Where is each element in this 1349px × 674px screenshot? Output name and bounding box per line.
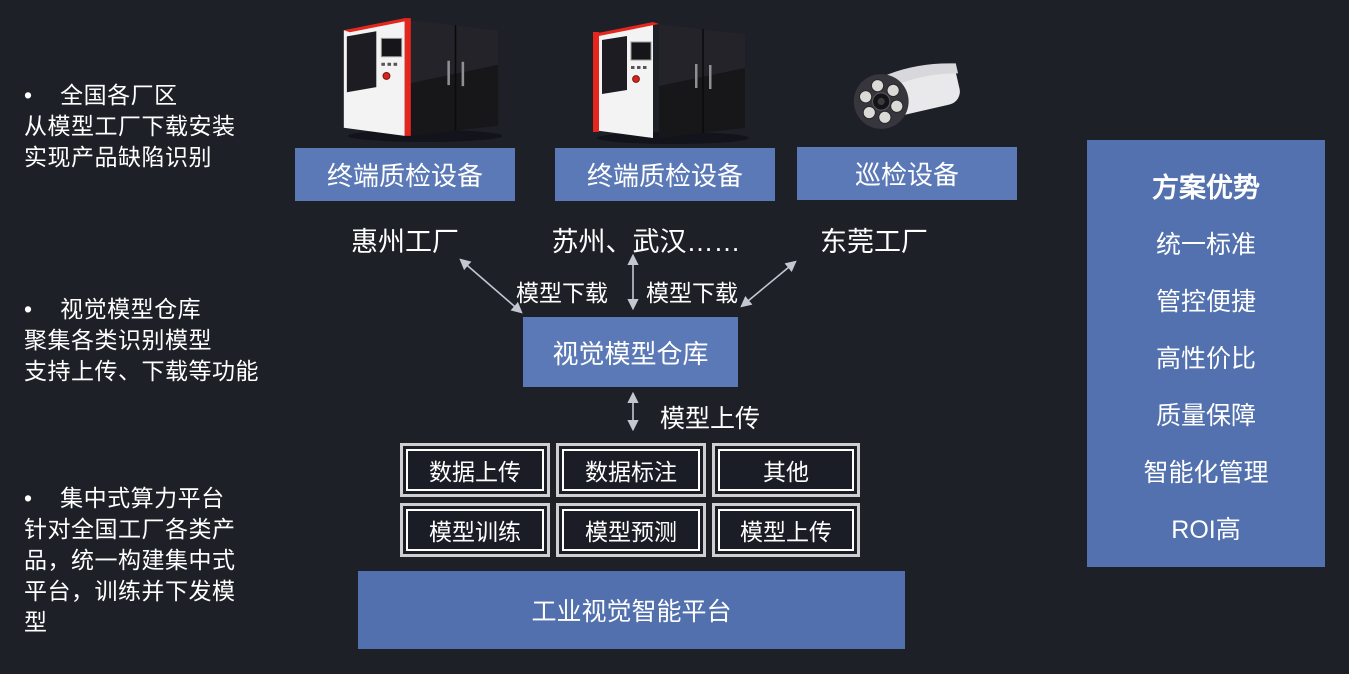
advantage-item-control: 管控便捷 xyxy=(1155,288,1256,316)
inspection-machine-icon xyxy=(593,22,749,144)
surveillance-camera-icon xyxy=(853,63,960,129)
factory-label-huizhou: 惠州工厂 xyxy=(351,227,459,257)
advantages-panel: 方案优势 统一标准 管控便捷 高性价比 质量保障 智能化管理 ROI高 xyxy=(1087,140,1325,567)
factory-label-suzhou-wuhan: 苏州、武汉…… xyxy=(551,227,741,257)
download-arrow-left xyxy=(459,258,523,314)
module-label: 模型上传 xyxy=(718,509,854,551)
module-label: 数据标注 xyxy=(562,449,700,491)
note-compute-platform: • 集中式算力平台 针对全国工厂各类产 品，统一构建集中式 平台，训练并下发模 … xyxy=(24,485,236,635)
module-label: 模型训练 xyxy=(406,509,544,551)
advantage-item-quality: 质量保障 xyxy=(1155,402,1256,430)
advantages-title: 方案优势 xyxy=(1152,173,1260,203)
download-arrow-right xyxy=(740,260,797,308)
hub-box-vision-model-repo: 视觉模型仓库 xyxy=(523,317,738,387)
advantage-item-roi: ROI高 xyxy=(1171,516,1241,544)
flow-label-model-upload: 模型上传 xyxy=(660,405,761,433)
flow-label-model-download-right: 模型下载 xyxy=(646,280,738,306)
device-box-terminal-qc-1: 终端质检设备 xyxy=(295,148,515,201)
module-box-data-annotation: 数据标注 xyxy=(556,443,706,497)
module-label: 模型预测 xyxy=(562,509,700,551)
module-box-model-predict: 模型预测 xyxy=(556,503,706,557)
module-box-model-training: 模型训练 xyxy=(400,503,550,557)
module-box-other: 其他 xyxy=(712,443,860,497)
note-model-repo: • 视觉模型仓库 聚集各类识别模型 支持上传、下载等功能 xyxy=(24,296,259,384)
platform-box-industrial-vision: 工业视觉智能平台 xyxy=(358,571,905,649)
device-box-patrol: 巡检设备 xyxy=(797,147,1017,200)
flow-label-model-download-left: 模型下载 xyxy=(516,280,608,306)
advantage-item-smart: 智能化管理 xyxy=(1143,459,1269,487)
inspection-machine-icon xyxy=(343,18,503,142)
device-box-terminal-qc-2: 终端质检设备 xyxy=(555,148,775,201)
note-factories: • 全国各厂区 从模型工厂下载安装 实现产品缺陷识别 xyxy=(24,82,236,170)
module-box-data-upload: 数据上传 xyxy=(400,443,550,497)
advantage-item-cost: 高性价比 xyxy=(1155,345,1256,373)
advantage-item-standard: 统一标准 xyxy=(1155,231,1256,259)
factory-label-dongguan: 东莞工厂 xyxy=(820,227,928,257)
module-label: 其他 xyxy=(718,449,854,491)
module-label: 数据上传 xyxy=(406,449,544,491)
module-grid: 数据上传 数据标注 其他 模型训练 模型预测 模型上传 xyxy=(400,443,860,557)
module-box-model-upload: 模型上传 xyxy=(712,503,860,557)
